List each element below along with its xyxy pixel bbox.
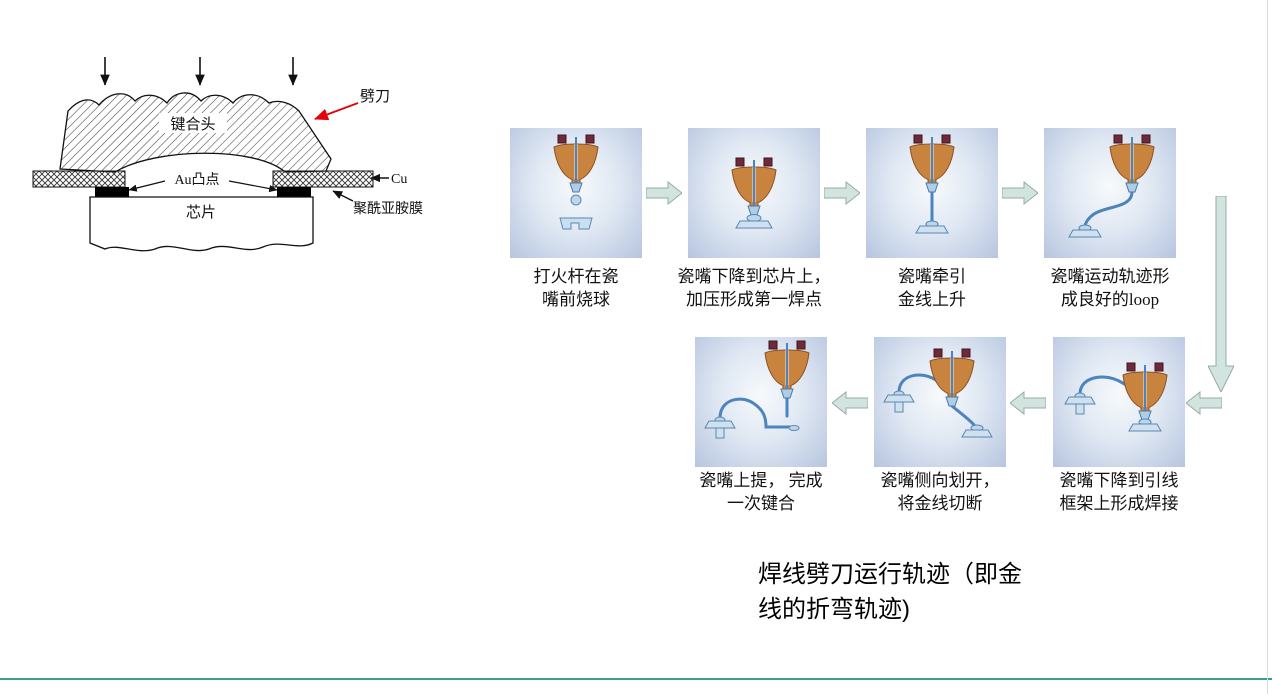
flow-step-6-panel	[874, 337, 1006, 467]
arrow-right-3-icon	[1002, 181, 1038, 205]
arrow-left-2-icon	[1010, 391, 1046, 415]
bump-arrow-right-icon	[228, 180, 278, 193]
flow-step-1-panel	[510, 128, 642, 258]
pressure-arrows-icon	[100, 57, 298, 86]
step4-caption: 瓷嘴运动轨迹形 成良好的loop	[1050, 267, 1170, 309]
step6-wire-cut-illustration	[883, 347, 993, 438]
arrow-left-3-icon	[832, 391, 868, 415]
film-label: 聚酰亚胺膜	[353, 201, 423, 217]
step2-caption: 瓷嘴下降到芯片上， 加压形成第一焊点	[677, 267, 831, 309]
arrow-down-icon	[1208, 196, 1234, 392]
step1-caption: 打火杆在瓷 嘴前烧球	[533, 267, 619, 309]
step3-caption: 瓷嘴牵引 金线上升	[898, 267, 966, 309]
figure-caption: 焊线劈刀运行轨迹（即金 线的折弯轨迹)	[758, 561, 1022, 623]
tool-arrow-icon	[314, 102, 359, 121]
head-label-bg	[159, 113, 227, 133]
arrow-right-1-icon	[646, 181, 682, 205]
step7-bond-complete-illustration	[704, 339, 811, 439]
bottom-divider-line	[0, 678, 1272, 680]
bonding-head-diagram: 键合头 劈刀 Cu Au凸点 芯片 聚酰亚胺膜	[32, 57, 423, 252]
film-strip-left	[32, 170, 126, 188]
right-edge-line	[1267, 0, 1268, 694]
step4-loop-forming-illustration	[1068, 133, 1156, 238]
step1-ball-formation-illustration	[552, 133, 600, 230]
flow-step-4-panel	[1044, 128, 1176, 258]
tool-label: 劈刀	[360, 87, 390, 105]
step3-wire-rise-illustration	[908, 133, 956, 234]
head-label: 键合头	[170, 116, 215, 133]
step6-caption: 瓷嘴侧向划开， 将金线切断	[880, 471, 1000, 513]
step2-first-bond-illustration	[730, 156, 778, 229]
step5-second-bond-illustration	[1064, 361, 1169, 432]
cu-label: Cu	[391, 172, 407, 187]
chip-shape	[89, 196, 314, 252]
au-bump-left	[95, 187, 129, 197]
flow-step-2-panel	[688, 128, 820, 258]
step5-caption: 瓷嘴下降到引线 框架上形成焊接	[1059, 471, 1179, 513]
arrow-right-2-icon	[824, 181, 860, 205]
film-strip-right	[272, 170, 374, 188]
flow-step-3-panel	[866, 128, 998, 258]
step7-caption: 瓷嘴上提， 完成 一次键合	[699, 471, 823, 513]
flow-step-7-panel	[695, 337, 827, 467]
au-bump-right	[277, 187, 311, 197]
chip-label: 芯片	[186, 204, 216, 221]
bump-arrow-left-icon	[128, 180, 166, 192]
bump-label: Au凸点	[174, 172, 219, 188]
spark-rod-icon	[559, 217, 593, 230]
arrow-left-1-icon	[1186, 391, 1222, 415]
film-arrow-icon	[332, 190, 354, 202]
flow-step-5-panel	[1053, 337, 1185, 467]
